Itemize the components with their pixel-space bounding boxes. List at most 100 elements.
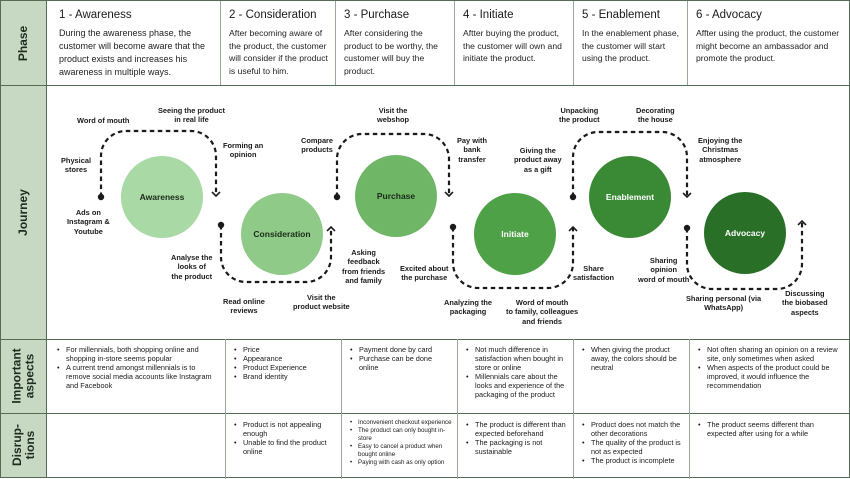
disruptions-advocacy: The product seems different than expecte…	[690, 417, 848, 438]
list-item: When aspects of the product could be imp…	[698, 363, 844, 390]
list-item: The quality of the product is not as exp…	[582, 438, 685, 456]
stage-enablement: Enablement	[589, 156, 671, 238]
column-divider	[335, 1, 336, 85]
column-divider	[687, 1, 688, 85]
list-item: The product is incomplete	[582, 456, 685, 465]
path-start-dot	[449, 223, 457, 231]
list-item: The product is different than expected b…	[466, 420, 569, 438]
disruptions-initiate: The product is different than expected b…	[458, 417, 573, 456]
list-item: The product seems different than expecte…	[698, 420, 844, 438]
aspects-initiate: Not much difference in satisfaction when…	[458, 342, 573, 400]
list-item: Unable to find the product online	[234, 438, 337, 456]
column-divider	[689, 339, 690, 479]
list-item: The packaging is not sustainable	[466, 438, 569, 456]
aspects-awareness: For millennials, both shopping online an…	[49, 342, 225, 390]
path-start-dot	[97, 193, 105, 201]
path-start-dot	[217, 221, 225, 229]
aspects-purchase: Payment done by cardPurchase can be done…	[342, 342, 457, 372]
list-item: Product does not match the other decorat…	[582, 420, 685, 438]
phase-title: 2 - Consideration	[229, 9, 317, 21]
list-item: Not much difference in satisfaction when…	[466, 345, 569, 372]
phase-description: Affter using the product, the customer m…	[696, 28, 840, 64]
phase-description: After becoming aware of the product, the…	[229, 28, 328, 76]
column-divider	[573, 339, 574, 479]
phase-title: 3 - Purchase	[344, 9, 410, 21]
list-item: The product can only bought in-store	[350, 427, 453, 443]
list-item: Inconvenient checkout experience	[350, 419, 453, 427]
column-divider	[220, 1, 221, 85]
path-segment	[335, 132, 449, 197]
list-item: Brand identity	[234, 372, 337, 381]
phase-description: In the enablement phase, the customer wi…	[582, 28, 679, 64]
phase-description: During the awareness phase, the customer…	[59, 28, 206, 77]
path-segment	[99, 129, 216, 197]
list-item: Easy to cancel a product when bought onl…	[350, 443, 453, 459]
touchpoint-word-of-mouth: Word of mouth	[77, 116, 130, 125]
column-divider	[454, 1, 455, 85]
disruptions-purchase: Inconvenient checkout experienceThe prod…	[342, 416, 457, 467]
path-start-dot	[569, 193, 577, 201]
stage-advocacy: Advocacy	[704, 192, 786, 274]
phase-awareness: 1 - Awareness During the awareness phase…	[51, 5, 219, 85]
list-item: For millennials, both shopping online an…	[57, 345, 221, 363]
list-item: Millennials care about the looks and exp…	[466, 372, 569, 399]
aspects-advocacy: Not often sharing an opinion on a review…	[690, 342, 848, 390]
column-divider	[341, 339, 342, 479]
row-label-journey: Journey	[1, 85, 47, 339]
phase-description: After considering the product to be wort…	[344, 28, 438, 76]
stage-consideration: Consideration	[241, 193, 323, 275]
path-start-dot	[333, 193, 341, 201]
list-item: When giving the product away, the colors…	[582, 345, 685, 372]
phase-consideration: 2 - Consideration After becoming aware o…	[221, 5, 335, 85]
disruptions-enablement: Product does not match the other decorat…	[574, 417, 689, 466]
path-segment	[219, 225, 331, 284]
phase-enablement: 5 - Enablement In the enablement phase, …	[574, 5, 687, 85]
phase-title: 6 - Advocacy	[696, 9, 762, 21]
phase-title: 4 - Initiate	[463, 9, 514, 21]
column-divider	[573, 1, 574, 85]
list-item: Product is not appealing enough	[234, 420, 337, 438]
row-label-disruptions: Disrup-tions	[1, 413, 47, 477]
phase-title: 5 - Enablement	[582, 9, 660, 21]
path-start-dot	[683, 224, 691, 232]
row-divider	[1, 413, 849, 414]
list-item: Appearance	[234, 354, 337, 363]
list-item: Product Experience	[234, 363, 337, 372]
row-divider	[1, 85, 849, 86]
list-item: Payment done by card	[350, 345, 453, 354]
row-divider	[1, 339, 849, 340]
stage-awareness: Awareness	[121, 156, 203, 238]
row-label-phase: Phase	[1, 1, 47, 85]
list-item: A current trend amongst millennials is t…	[57, 363, 221, 390]
phase-advocacy: 6 - Advocacy Affter using the product, t…	[688, 5, 848, 85]
disruptions-consideration: Product is not appealing enoughUnable to…	[226, 417, 341, 456]
stage-purchase: Purchase	[355, 155, 437, 237]
aspects-enablement: When giving the product away, the colors…	[574, 342, 689, 372]
phase-description: Aftter buying the product, the customer …	[463, 28, 562, 64]
path-segment	[685, 221, 802, 291]
list-item: Not often sharing an opinion on a review…	[698, 345, 844, 363]
phase-purchase: 3 - Purchase After considering the produ…	[336, 5, 454, 85]
list-item: Purchase can be done online	[350, 354, 453, 372]
list-item: Price	[234, 345, 337, 354]
